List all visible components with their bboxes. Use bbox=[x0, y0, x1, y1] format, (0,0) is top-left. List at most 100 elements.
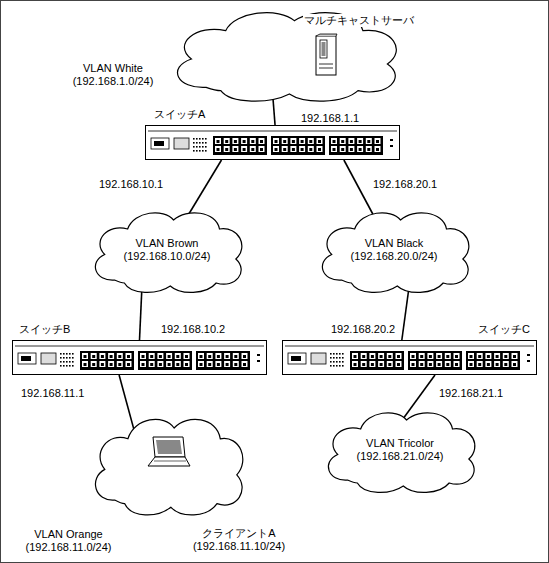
icon-part bbox=[362, 355, 365, 358]
ip-address: 192.168.21.1 bbox=[438, 387, 504, 400]
icon-part bbox=[371, 363, 374, 366]
icon-part bbox=[200, 355, 203, 358]
icon-part bbox=[15, 346, 264, 347]
icon-part bbox=[333, 148, 336, 151]
icon-part bbox=[352, 361, 358, 367]
icon-part bbox=[92, 363, 95, 366]
icon-part bbox=[241, 146, 247, 152]
icon-part bbox=[318, 140, 321, 143]
icon-part bbox=[485, 361, 491, 367]
icon-part bbox=[316, 36, 336, 75]
icon-part bbox=[63, 353, 65, 355]
icon-part bbox=[308, 138, 314, 144]
ip-address: 192.168.10.2 bbox=[160, 323, 226, 336]
icon-part bbox=[412, 355, 415, 358]
icon-part bbox=[341, 140, 344, 143]
icon-part bbox=[388, 355, 391, 358]
icon-part bbox=[427, 361, 433, 367]
icon-part bbox=[242, 353, 248, 359]
vlan-cloud: VLAN White (192.168.1.0/24)マルチキャストサーバ bbox=[162, 4, 407, 104]
icon-part bbox=[196, 146, 198, 148]
device-label: クライアントA (192.168.11.10/24) bbox=[182, 527, 296, 553]
icon-part bbox=[207, 361, 213, 367]
icon-part bbox=[149, 353, 155, 359]
icon-part bbox=[299, 138, 305, 144]
icon-part bbox=[333, 353, 335, 355]
icon-part bbox=[101, 355, 104, 358]
vlan-cloud: VLAN Black (192.168.20.0/24) bbox=[312, 205, 476, 295]
icon-part bbox=[494, 353, 500, 359]
icon-part bbox=[250, 146, 256, 152]
icon-part bbox=[257, 360, 260, 362]
icon-part bbox=[199, 150, 201, 152]
switch-box: スイッチC bbox=[282, 340, 537, 375]
network-link bbox=[119, 375, 134, 432]
icon-part bbox=[354, 363, 357, 366]
icon-part bbox=[225, 140, 228, 143]
icon-part bbox=[388, 363, 391, 366]
icon-part bbox=[149, 361, 155, 367]
switch-outline bbox=[145, 125, 400, 160]
icon-part bbox=[320, 40, 327, 58]
icon-part bbox=[154, 461, 186, 462]
switch-outline bbox=[282, 340, 537, 375]
icon-part bbox=[503, 353, 509, 359]
switch-outline bbox=[12, 340, 267, 375]
icon-part bbox=[234, 148, 237, 151]
multicast-server: マルチキャストサーバ bbox=[315, 34, 337, 76]
icon-part bbox=[99, 361, 105, 367]
icon-part bbox=[138, 351, 192, 370]
icon-part bbox=[166, 353, 172, 359]
icon-part bbox=[436, 353, 442, 359]
icon-part bbox=[199, 142, 201, 144]
icon-part bbox=[339, 353, 341, 355]
icon-part bbox=[95, 419, 242, 515]
icon-part bbox=[234, 363, 237, 366]
icon-part bbox=[292, 140, 295, 143]
icon-part bbox=[366, 138, 372, 144]
icon-part bbox=[446, 355, 449, 358]
icon-part bbox=[18, 353, 36, 364]
icon-part bbox=[317, 146, 323, 152]
icon-part bbox=[175, 353, 181, 359]
switch-name: スイッチA bbox=[153, 108, 206, 121]
icon-part bbox=[150, 355, 153, 358]
switch-name: スイッチC bbox=[477, 323, 531, 336]
icon-part bbox=[226, 363, 229, 366]
icon-part bbox=[329, 136, 383, 155]
icon-part bbox=[362, 363, 365, 366]
icon-part bbox=[446, 363, 449, 366]
icon-part bbox=[95, 213, 241, 293]
icon-part bbox=[504, 363, 507, 366]
icon-part bbox=[503, 361, 509, 367]
icon-part bbox=[290, 138, 296, 144]
icon-part bbox=[126, 361, 132, 367]
icon-part bbox=[322, 213, 468, 293]
icon-part bbox=[250, 138, 256, 144]
icon-part bbox=[91, 361, 97, 367]
ip-address: 192.168.11.1 bbox=[20, 387, 85, 400]
icon-part bbox=[359, 148, 362, 151]
icon-part bbox=[193, 150, 195, 152]
vlan-cloud: VLAN Brown (192.168.10.0/24) bbox=[85, 205, 249, 295]
icon-part bbox=[366, 146, 372, 152]
icon-part bbox=[390, 145, 393, 147]
icon-part bbox=[350, 140, 353, 143]
vlan-cloud: VLAN Tricolor (192.168.21.0/24) bbox=[318, 405, 482, 495]
icon-part bbox=[333, 361, 335, 363]
icon-part bbox=[513, 363, 516, 366]
icon-part bbox=[66, 365, 68, 367]
icon-part bbox=[504, 355, 507, 358]
icon-part bbox=[445, 353, 451, 359]
icon-part bbox=[257, 354, 260, 356]
icon-part bbox=[496, 355, 499, 358]
icon-part bbox=[410, 353, 416, 359]
icon-part bbox=[118, 355, 121, 358]
icon-part bbox=[454, 361, 460, 367]
icon-part bbox=[243, 148, 246, 151]
icon-part bbox=[273, 138, 279, 144]
icon-part bbox=[151, 138, 169, 149]
icon-part bbox=[110, 363, 113, 366]
icon-part bbox=[208, 363, 211, 366]
icon-part bbox=[378, 353, 384, 359]
